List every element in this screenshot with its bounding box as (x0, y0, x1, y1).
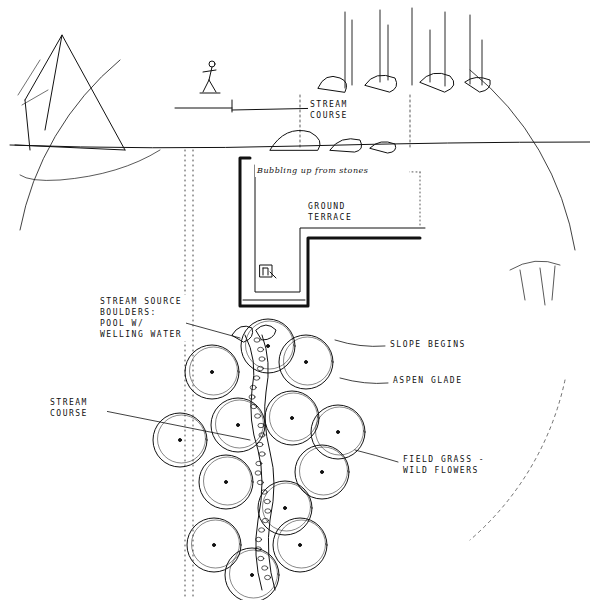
pebble (254, 338, 260, 342)
tree-trunk (299, 544, 302, 547)
aspen-trees (153, 319, 365, 600)
frame-arc (20, 60, 120, 230)
frame-arc (470, 70, 575, 250)
tree-trunk (179, 439, 182, 442)
annotation-label: STREAM COURSE (48, 396, 107, 420)
stream-pebbles (249, 338, 271, 580)
pebble (256, 461, 262, 465)
tree-canopy (270, 393, 318, 441)
tree-canopy (199, 455, 253, 509)
leader-line (100, 322, 398, 462)
pebble (257, 480, 263, 484)
annotation-label: STREAM SOURCE BOULDERS: POOL W/ WELLING … (98, 295, 186, 341)
pebble (262, 566, 268, 570)
pebble (254, 376, 260, 380)
annotation-label: SLOPE BEGINS (388, 338, 472, 351)
pebble (265, 575, 271, 579)
tree-trunk (267, 345, 270, 348)
pebble (255, 414, 261, 418)
tree-canopy (295, 445, 349, 499)
stream-edge (300, 95, 410, 148)
pebble (259, 452, 265, 456)
tree-canopy (300, 447, 348, 495)
annotation-label: Bubbling up from stones (255, 164, 409, 177)
pebble (255, 471, 261, 475)
pebble (258, 556, 264, 560)
pebble (250, 385, 256, 389)
ground-line (20, 150, 160, 180)
tree-canopy (279, 335, 333, 389)
pebble (265, 509, 271, 513)
tree-canopy (192, 520, 240, 568)
tree-trunk (225, 481, 228, 484)
shrub-sketch (510, 261, 560, 305)
tree-trunk (213, 544, 216, 547)
tree-canopy (263, 483, 311, 531)
figure-sketch (200, 61, 220, 93)
tree-trunk (211, 371, 214, 374)
tree-canopy (284, 337, 332, 385)
tent-sketch (15, 35, 125, 150)
tree-canopy (241, 319, 295, 373)
annotation-label: GROUND TERRACE (306, 200, 390, 224)
pebble (249, 395, 255, 399)
tree-trunk (251, 574, 254, 577)
tree-canopy (187, 518, 241, 572)
tree-trunk (237, 424, 240, 427)
terrace-outline (240, 158, 425, 306)
annotation-label: STREAM COURSE (308, 98, 372, 122)
tree-canopy (190, 347, 238, 395)
bench-symbol (260, 265, 276, 278)
tree-canopy (273, 518, 327, 572)
tree-canopy (278, 520, 326, 568)
slope-dotted-line (185, 150, 193, 600)
tree-canopy (216, 400, 264, 448)
tree-canopy (185, 345, 239, 399)
tent-sketch (18, 60, 48, 105)
pebble (264, 499, 270, 503)
ledge-line (175, 100, 330, 112)
tree-canopy (225, 548, 279, 600)
tree-trunk (305, 361, 308, 364)
pebble (259, 357, 265, 361)
tree-canopy (211, 398, 265, 452)
pebble (259, 528, 265, 532)
tree-canopy (230, 550, 278, 598)
tree-trunk (321, 471, 324, 474)
tree-canopy (204, 457, 252, 505)
annotation-label: ASPEN GLADE (391, 374, 465, 387)
tree-canopy (311, 405, 365, 459)
tree-trunk (284, 507, 287, 510)
tree-canopy (316, 407, 364, 455)
tree-canopy (246, 321, 294, 369)
boulders (270, 73, 490, 153)
stream-line (245, 335, 262, 590)
annotation-label: FIELD GRASS - WILD FLOWERS (401, 453, 515, 477)
tree-trunk (291, 417, 294, 420)
pebble (258, 347, 264, 351)
tree-trunks (345, 8, 482, 88)
tree-trunk (337, 431, 340, 434)
tree-canopy (153, 413, 207, 467)
tree-canopy (158, 415, 206, 463)
tree-canopy (265, 391, 319, 445)
source-boulders (232, 325, 276, 342)
pebble (256, 537, 262, 541)
